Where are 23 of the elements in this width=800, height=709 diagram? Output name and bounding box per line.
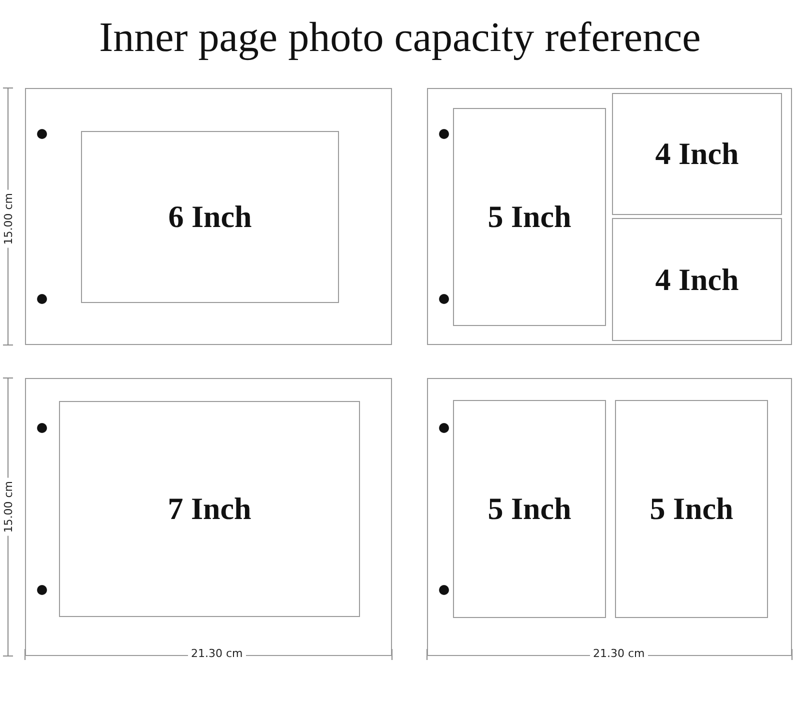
size-label: 5 Inch	[488, 491, 572, 527]
photo-slot	[615, 400, 768, 618]
album-page	[25, 378, 392, 656]
size-label: 5 Inch	[488, 199, 572, 235]
size-label: 5 Inch	[650, 491, 734, 527]
photo-slot	[453, 400, 606, 618]
size-label: 4 Inch	[655, 262, 739, 298]
album-page	[25, 88, 392, 345]
dimension-label: 15.00 cm	[2, 478, 15, 536]
photo-slot	[612, 218, 782, 341]
size-label: 4 Inch	[655, 136, 739, 172]
size-label: 6 Inch	[168, 199, 252, 235]
dimension-label: 21.30 cm	[590, 647, 648, 660]
dimension-label: 21.30 cm	[188, 647, 246, 660]
album-page	[427, 88, 792, 345]
size-label: 7 Inch	[168, 491, 252, 527]
title: Inner page photo capacity reference	[99, 14, 701, 62]
photo-slot	[81, 131, 339, 303]
album-page	[427, 378, 792, 656]
photo-slot	[453, 108, 606, 326]
dimension-label: 15.00 cm	[2, 190, 15, 248]
photo-slot	[59, 401, 360, 617]
photo-slot	[612, 93, 782, 215]
